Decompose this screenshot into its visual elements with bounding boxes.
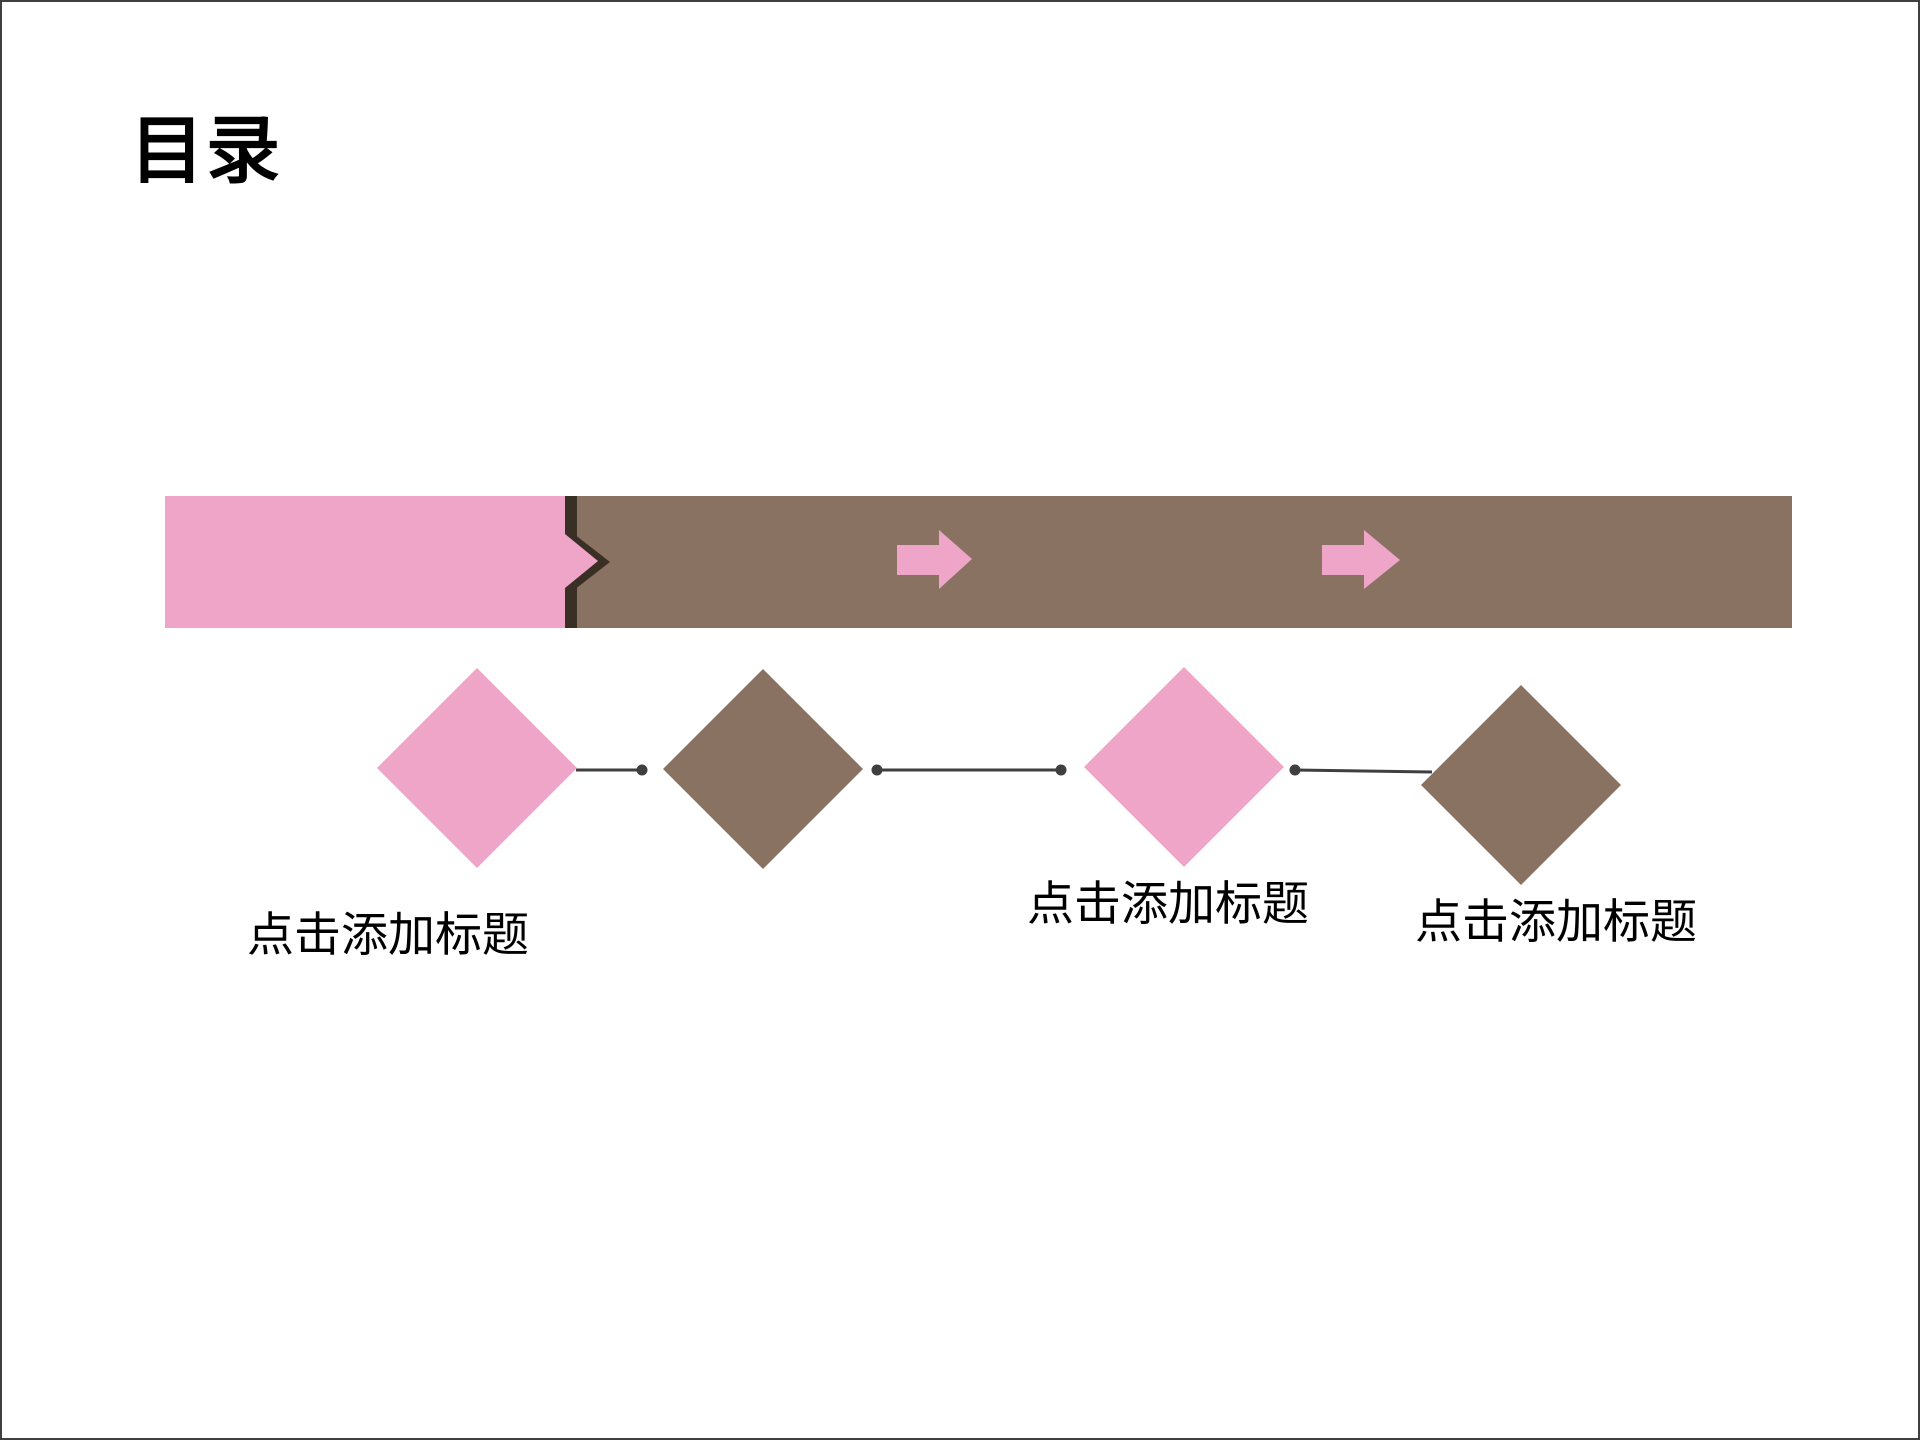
connector-dot-4: [1289, 764, 1301, 776]
diamond-1: [377, 668, 577, 868]
banner-chevron-icon: [565, 534, 598, 588]
arrow-right-icon-1: [897, 530, 972, 589]
connector-line-3: [1294, 768, 1433, 774]
connector-dot-1: [636, 764, 648, 776]
placeholder-title-1[interactable]: 点击添加标题: [247, 908, 529, 961]
page-title: 目录: [130, 109, 282, 192]
arrow-right-icon-2: [1322, 530, 1400, 589]
banner-pink-segment: [165, 496, 565, 628]
diamond-4: [1421, 685, 1621, 885]
placeholder-title-3[interactable]: 点击添加标题: [1415, 895, 1697, 948]
diamond-2: [663, 669, 863, 869]
banner-brown-segment: [577, 496, 1792, 628]
placeholder-title-2[interactable]: 点击添加标题: [1027, 877, 1309, 930]
connector-dot-2: [871, 764, 883, 776]
connector-dot-3: [1055, 764, 1067, 776]
diamond-3: [1084, 667, 1284, 867]
